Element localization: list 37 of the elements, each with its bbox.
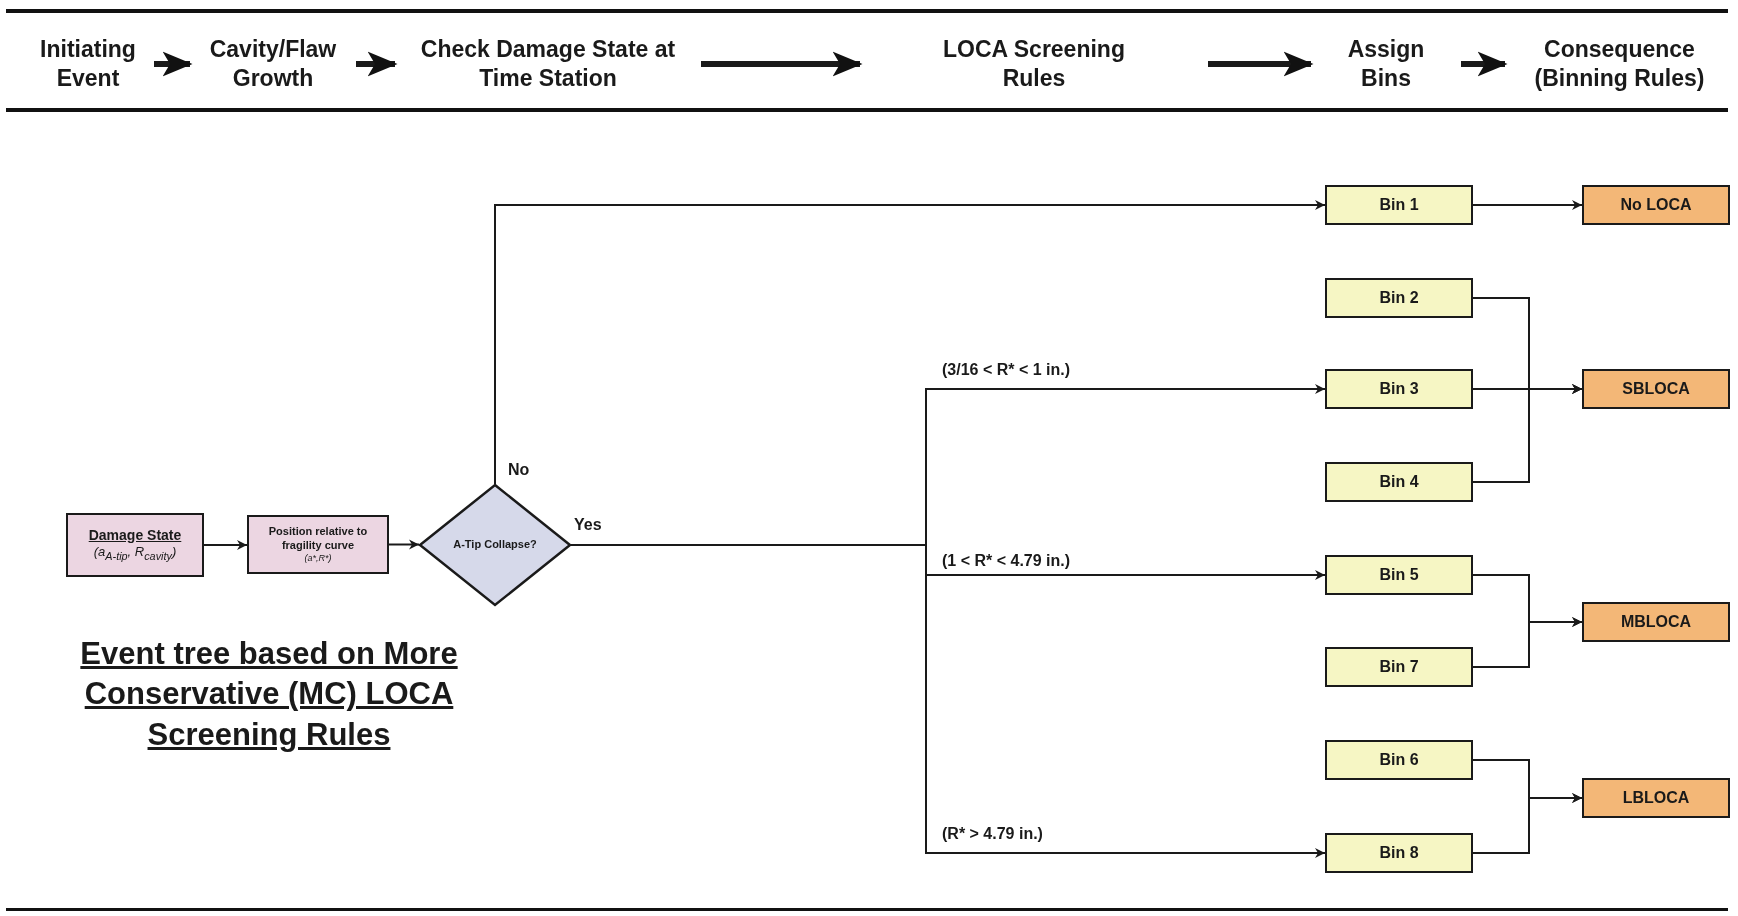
arrow: [1472, 617, 1583, 668]
bin-box: Bin 3: [1325, 369, 1473, 409]
outcome-box: SBLOCA: [1582, 369, 1730, 409]
outcome-box: No LOCA: [1582, 185, 1730, 225]
process-box: Position relative to fragility curve (a*,R*): [247, 515, 389, 574]
bin-box: Bin 4: [1325, 462, 1473, 502]
arrow: [1472, 200, 1583, 210]
stage-heading: Check Damage State at Time Station: [395, 36, 701, 92]
outcome-box: MBLOCA: [1582, 602, 1730, 642]
bin-box: Bin 1: [1325, 185, 1473, 225]
bin-box: Bin 6: [1325, 740, 1473, 780]
edge-label: (1 < R* < 4.79 in.): [940, 552, 1073, 570]
stage-heading: Cavity/Flaw Growth: [190, 36, 356, 92]
arrow: [356, 51, 398, 77]
stage-heading: LOCA Screening Rules: [860, 36, 1208, 92]
arrow: [203, 540, 248, 550]
bin-box: Bin 8: [1325, 833, 1473, 873]
stage-heading: Assign Bins: [1311, 36, 1461, 92]
edge-label: (3/16 < R* < 1 in.): [940, 361, 1073, 379]
bin-box: Bin 7: [1325, 647, 1473, 687]
arrow: [701, 51, 863, 77]
stage-heading: Consequence (Binning Rules): [1505, 36, 1734, 92]
arrow: [154, 51, 193, 77]
bin-box: Bin 2: [1325, 278, 1473, 318]
arrow: [1208, 51, 1314, 77]
bin-box: Bin 5: [1325, 555, 1473, 595]
process-box: Damage State (a$_{A-tip}$, R$_{cavity}$): [66, 513, 204, 577]
arrow: [494, 200, 1326, 485]
decision-diamond: A-Tip Collapse?: [419, 484, 571, 606]
edge-label: (R* > 4.79 in.): [940, 825, 1045, 843]
arrow: [1472, 384, 1583, 483]
arrow: [1461, 51, 1508, 77]
diagram-title: Event tree based on More Conservative (MC) LOCA Screening Rules: [79, 635, 459, 754]
arrow: [1472, 793, 1583, 854]
stage-heading: Initiating Event: [22, 36, 154, 92]
outcome-box: LBLOCA: [1582, 778, 1730, 818]
arrow: [388, 539, 420, 550]
